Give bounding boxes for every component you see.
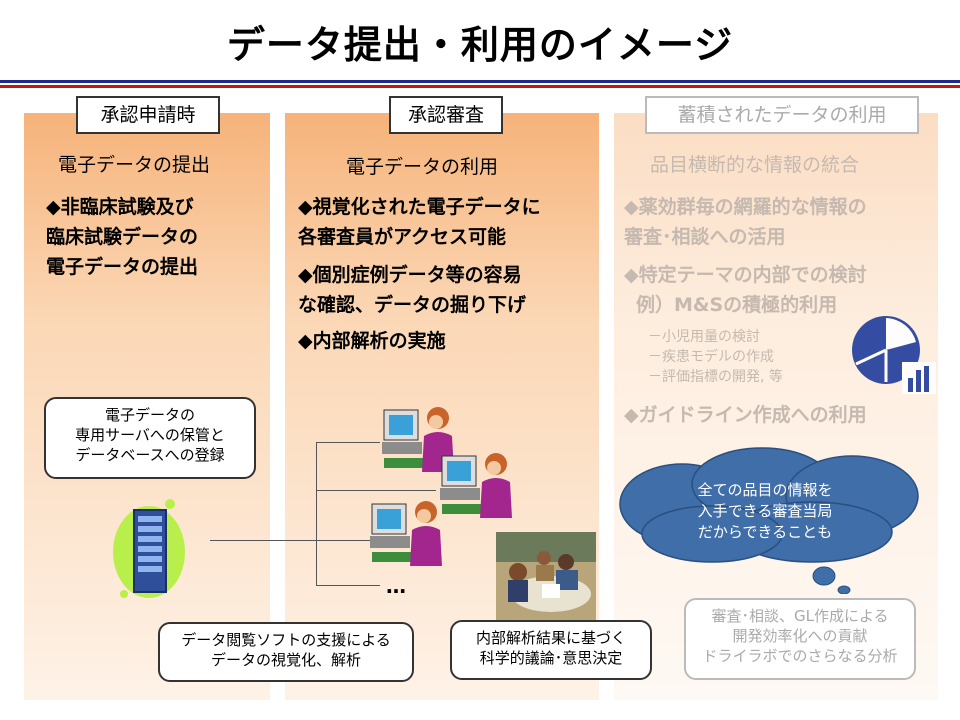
- note-line: データの視覚化、解析: [210, 651, 361, 669]
- col3-heading: 品目横断的な情報の統合: [650, 154, 860, 176]
- note-line: 科学的議論･意思決定: [479, 649, 623, 667]
- col3-item: ◆薬効群毎の網羅的な情報の: [624, 196, 867, 218]
- note-line: データベースへの登録: [75, 446, 225, 464]
- col3-item: 審査･相談への活用: [624, 226, 786, 248]
- col3-subitem: －疾患モデルの作成: [648, 349, 774, 365]
- note-line: ドライラボでのさらなる分析: [702, 647, 898, 665]
- connector-line: [316, 585, 380, 586]
- connector-line: [316, 442, 317, 586]
- label-review: 承認審査: [389, 96, 503, 134]
- label-accumulated-use: 蓄積されたデータの利用: [645, 96, 919, 134]
- col1-item: ◆非臨床試験及び: [46, 196, 194, 218]
- note-efficiency: 審査･相談、GL作成による 開発効率化への貢献 ドライラボでのさらなる分析: [684, 598, 916, 680]
- page-title: データ提出・利用のイメージ: [226, 23, 734, 67]
- cloud-line: 入手できる審査当局: [697, 502, 833, 520]
- col1-item: 電子データの提出: [46, 256, 199, 278]
- thought-cloud: [619, 447, 919, 594]
- note-line: 審査･相談、GL作成による: [711, 607, 889, 625]
- col3-item: ◆特定テーマの内部での検討: [624, 264, 867, 286]
- cloud-line: 全ての品目の情報を: [697, 481, 833, 499]
- connector-line: [316, 442, 380, 443]
- cloud-line: だからできることも: [697, 523, 833, 541]
- connector-line: [316, 490, 436, 491]
- label-application: 承認申請時: [76, 96, 220, 134]
- col2-item: 各審査員がアクセス可能: [298, 226, 507, 248]
- title-rule-red: [0, 85, 960, 88]
- note-line: 電子データの: [104, 406, 195, 424]
- note-line: 内部解析結果に基づく: [475, 629, 626, 647]
- col3-item: 例）M&Sの積極的利用: [636, 294, 838, 316]
- col2-item: ◆個別症例データ等の容易: [298, 264, 522, 286]
- col2-item: ◆内部解析の実施: [298, 330, 446, 352]
- title-rule-blue: [0, 80, 960, 83]
- note-line: 開発効率化への貢献: [732, 627, 868, 645]
- col3-subitem: －評価指標の開発, 等: [648, 369, 783, 385]
- pie-bar-chart-icon: [852, 316, 936, 394]
- col1-item: 臨床試験データの: [46, 226, 199, 248]
- connector-line: [210, 540, 316, 541]
- note-line: 専用サーバへの保管と: [75, 426, 225, 444]
- note-line: データ閲覧ソフトの支援による: [181, 631, 391, 649]
- ellipsis: …: [386, 574, 409, 598]
- col3-item: ◆ガイドライン作成への利用: [624, 404, 867, 426]
- server-icon: [113, 499, 185, 598]
- reviewer-person-icon: [370, 501, 442, 566]
- cloud-text: 全ての品目の情報を 入手できる審査当局 だからできることも: [660, 480, 870, 543]
- note-viewer-software: データ閲覧ソフトの支援による データの視覚化、解析: [158, 622, 414, 682]
- connector-line: [316, 540, 376, 541]
- reviewer-person-icon: [440, 453, 512, 518]
- col2-heading: 電子データの利用: [346, 156, 499, 178]
- col2-item: な確認、データの掘り下げ: [298, 294, 527, 316]
- col2-item: ◆視覚化された電子データに: [298, 196, 541, 218]
- meeting-photo-icon: [496, 532, 596, 622]
- col3-subitem: －小児用量の検討: [648, 329, 760, 345]
- note-discussion: 内部解析結果に基づく 科学的議論･意思決定: [450, 620, 652, 680]
- col1-heading: 電子データの提出: [58, 154, 211, 176]
- note-storage: 電子データの 専用サーバへの保管と データベースへの登録: [44, 397, 256, 479]
